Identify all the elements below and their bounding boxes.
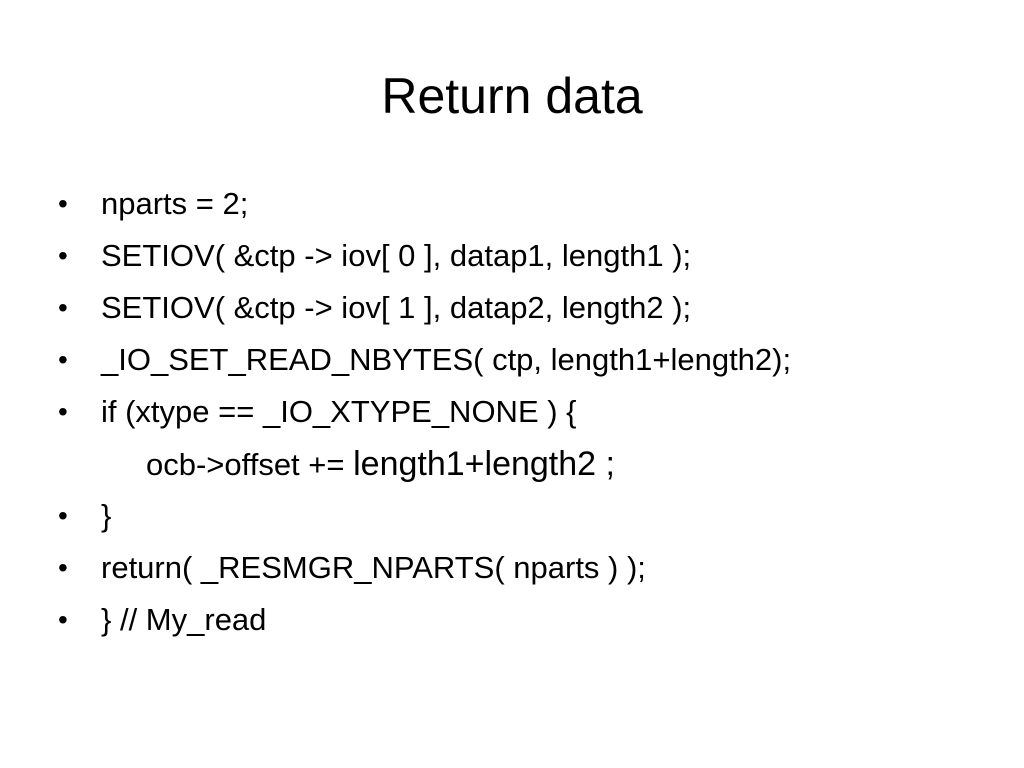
code-line: SETIOV( &ctp -> iov[ 1 ], datap2, length… bbox=[101, 290, 692, 325]
list-item: • } // My_read bbox=[58, 594, 998, 646]
code-line-part: ocb->offset += bbox=[146, 447, 354, 482]
bullet-icon: • bbox=[58, 500, 68, 531]
bullet-icon: • bbox=[58, 552, 68, 583]
code-line: ocb->offset += length1+length2 ; bbox=[146, 438, 615, 491]
list-item: • nparts = 2; bbox=[58, 178, 998, 230]
list-item: • SETIOV( &ctp -> iov[ 0 ], datap1, leng… bbox=[58, 230, 998, 282]
bullet-list: • nparts = 2; • SETIOV( &ctp -> iov[ 0 ]… bbox=[58, 178, 998, 646]
code-line: nparts = 2; bbox=[101, 186, 249, 221]
list-item: • SETIOV( &ctp -> iov[ 1 ], datap2, leng… bbox=[58, 282, 998, 334]
code-line: _IO_SET_READ_NBYTES( ctp, length1+length… bbox=[101, 342, 792, 377]
code-line: } bbox=[101, 498, 112, 533]
bullet-icon: • bbox=[58, 240, 68, 271]
code-line-part: length1+length2 ; bbox=[353, 445, 615, 483]
slide-title: Return data bbox=[381, 68, 643, 124]
list-item: • } bbox=[58, 490, 998, 542]
code-line: SETIOV( &ctp -> iov[ 0 ], datap1, length… bbox=[101, 238, 692, 273]
indented-code-line: ocb->offset += length1+length2 ; bbox=[58, 438, 998, 490]
list-item: • return( _RESMGR_NPARTS( nparts ) ); bbox=[58, 542, 998, 594]
code-line: return( _RESMGR_NPARTS( nparts ) ); bbox=[101, 550, 646, 585]
bullet-icon: • bbox=[58, 292, 68, 323]
code-line: if (xtype == _IO_XTYPE_NONE ) { bbox=[101, 394, 577, 429]
code-line: } // My_read bbox=[101, 602, 267, 637]
bullet-icon: • bbox=[58, 396, 68, 427]
bullet-icon: • bbox=[58, 188, 68, 219]
bullet-icon: • bbox=[58, 604, 68, 635]
list-item: • if (xtype == _IO_XTYPE_NONE ) { bbox=[58, 386, 998, 438]
list-item: • _IO_SET_READ_NBYTES( ctp, length1+leng… bbox=[58, 334, 998, 386]
bullet-icon: • bbox=[58, 344, 68, 375]
